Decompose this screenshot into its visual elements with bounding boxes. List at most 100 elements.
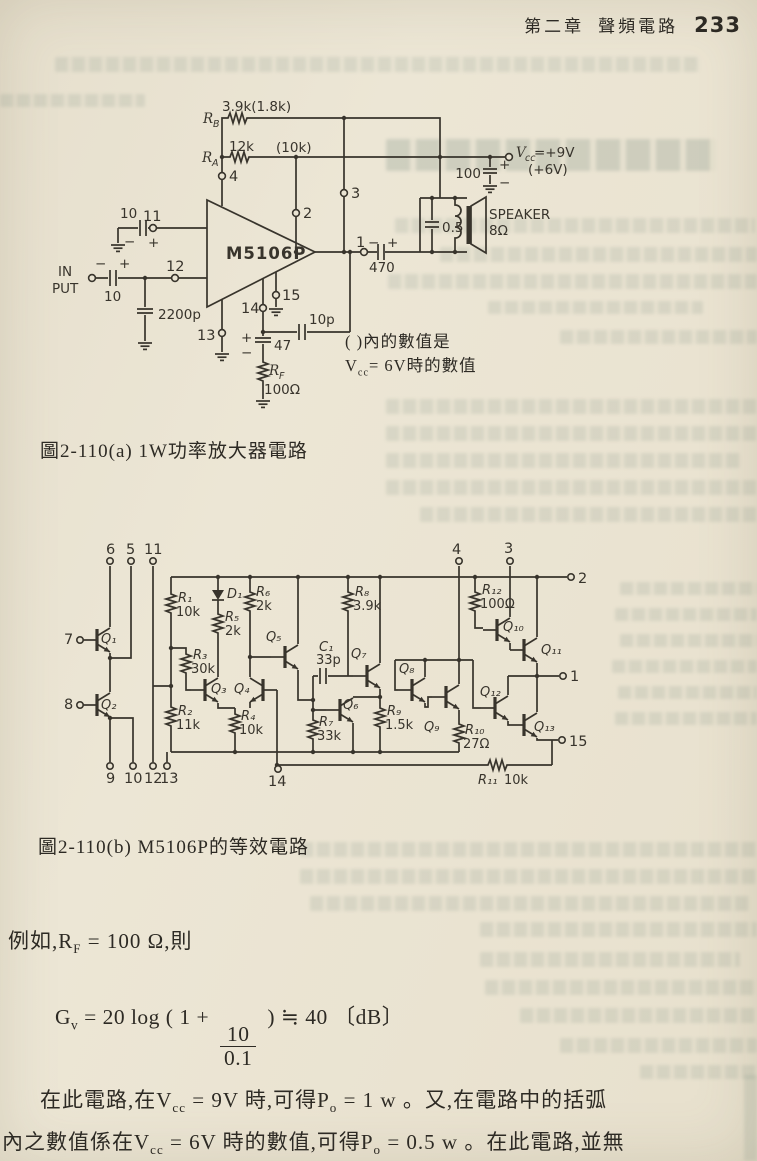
label-cap-2200p: 2200p (158, 307, 201, 323)
label-ra: R (201, 150, 212, 166)
fig-a-junction-dots (142, 115, 493, 335)
ground-icon (214, 353, 230, 362)
label-r9-value: 1.5k (385, 718, 414, 733)
label-r10: R₁₀ (465, 723, 485, 738)
input-label-2: PUT (52, 281, 79, 297)
cap-100-plus: + (499, 157, 510, 173)
label-ra-sub: A (211, 158, 219, 169)
ground-icon (268, 308, 284, 317)
label-cap-10p: 10p (309, 312, 335, 328)
label-pin-5: 5 (126, 542, 135, 558)
resistor-r3-symbol (180, 651, 192, 676)
label-pin-1: 1 (356, 235, 365, 251)
fig-a-capacitor-plates (109, 168, 497, 343)
resistor-r11-symbol (485, 759, 510, 771)
label-r8-value: 3.9k (353, 599, 382, 614)
cap-input-plus: + (119, 256, 130, 272)
label-pin-2: 2 (303, 206, 312, 222)
fig-b-circuit: 6 5 11 4 3 2 1 15 7 8 9 10 12 13 14 R₁ 1… (64, 541, 587, 790)
paragraph-line1: 在此電路,在Vcc = 9V 時,可得Po = 1 w 。又,在電路中的括弧 (40, 1088, 608, 1116)
label-r6: R₆ (256, 585, 270, 600)
label-q4: Q₄ (234, 682, 250, 697)
label-cap-05: 0.5 (442, 220, 463, 236)
fig-b-pin-terminals (76, 556, 575, 773)
label-r4-value: 10k (239, 723, 264, 738)
paragraph-line2: 內之數值係在Vcc = 6V 時的數值,可得Po = 0.5 w 。在此電路,並… (2, 1130, 625, 1158)
cap-pin11-minus: − (124, 234, 135, 250)
label-ra-alt: (10k) (276, 140, 312, 156)
label-pin-2: 2 (578, 571, 587, 587)
label-q7: Q₇ (351, 647, 367, 662)
label-r10-value: 27Ω (463, 737, 490, 752)
speaker-icon (466, 195, 487, 255)
label-ra-value: 12k (229, 139, 254, 155)
fig-a-pin-terminals (87, 152, 514, 338)
label-r9: R₉ (387, 704, 401, 719)
label-pin-3: 3 (351, 186, 360, 202)
transistor-q9-symbol (430, 683, 461, 711)
label-cap-pin11: 10 (120, 206, 137, 222)
opamp-symbol (206, 198, 317, 309)
label-pin-1: 1 (570, 669, 579, 685)
label-r11: R₁₁ (478, 773, 497, 788)
label-rf-sub: F (279, 371, 285, 382)
cap-pin11-plus: + (148, 235, 159, 251)
resistor-r12-symbol (469, 589, 481, 614)
label-pin-3: 3 (504, 541, 513, 557)
label-pin-15: 15 (569, 734, 587, 750)
diode-d1-symbol (211, 589, 225, 601)
cap-47-minus: − (241, 345, 252, 361)
section-label: 聲頻電路 (598, 17, 679, 36)
ground-icon (137, 342, 153, 351)
fig-b-caption: 圖2-110(b) M5106P的等效電路 (38, 837, 309, 858)
example-line: 例如,RF = 100 Ω,則 (8, 929, 193, 957)
label-pin-13: 13 (160, 771, 178, 787)
page-header: 第二章 聲頻電路 233 (524, 12, 741, 37)
label-rb: R (202, 111, 213, 127)
label-q10: Q₁₀ (503, 620, 524, 635)
label-r1-value: 10k (176, 605, 201, 620)
resistor-r8-symbol (342, 589, 354, 614)
cap-input-minus: − (95, 256, 106, 272)
transistor-q7-symbol (351, 662, 382, 690)
label-q11: Q₁₁ (541, 643, 562, 658)
label-rf-value: 100Ω (264, 382, 300, 398)
speaker-coil (454, 198, 462, 252)
label-pin-10: 10 (124, 771, 142, 787)
label-cap-100: 100 (455, 166, 481, 182)
label-q5: Q₅ (266, 630, 281, 645)
fig-a-circuit: 3.9k(1.8k) R B 12k R A (10k) 4 3 2 11 10… (52, 99, 575, 409)
cap-47-plus: + (241, 330, 252, 346)
label-c1-value: 33p (316, 653, 341, 668)
label-pin-14: 14 (241, 301, 259, 317)
label-pin-12: 12 (166, 259, 184, 275)
label-q6: Q₆ (343, 698, 358, 713)
label-r3-value: 30k (191, 662, 216, 677)
fig-b-wires (109, 566, 567, 766)
input-label-1: IN (58, 264, 72, 280)
cap-100-minus: − (499, 175, 510, 191)
fig-b-junction-dots (107, 574, 540, 768)
label-pin-8: 8 (64, 697, 73, 713)
label-q13: Q₁₃ (534, 720, 555, 735)
label-r11-value: 10k (504, 773, 529, 788)
label-q12: Q₁₂ (480, 685, 501, 700)
ground-icon (482, 185, 498, 194)
label-r2: R₂ (178, 704, 192, 719)
label-c1: C₁ (319, 640, 333, 655)
label-r12-value: 100Ω (480, 597, 515, 612)
chapter-label: 第二章 (524, 17, 585, 36)
transistor-q5-symbol (269, 643, 300, 671)
label-r5: R₅ (225, 610, 239, 625)
resistor-r6-symbol (244, 589, 256, 614)
transistor-q4-symbol (248, 676, 279, 704)
label-r2-value: 11k (176, 718, 201, 733)
label-cap-470: 470 (369, 260, 395, 276)
label-pin-11: 11 (144, 542, 162, 558)
label-r4: R₄ (241, 709, 256, 724)
vcc-label-sub: cc (525, 153, 536, 164)
label-d1: D₁ (227, 587, 242, 602)
